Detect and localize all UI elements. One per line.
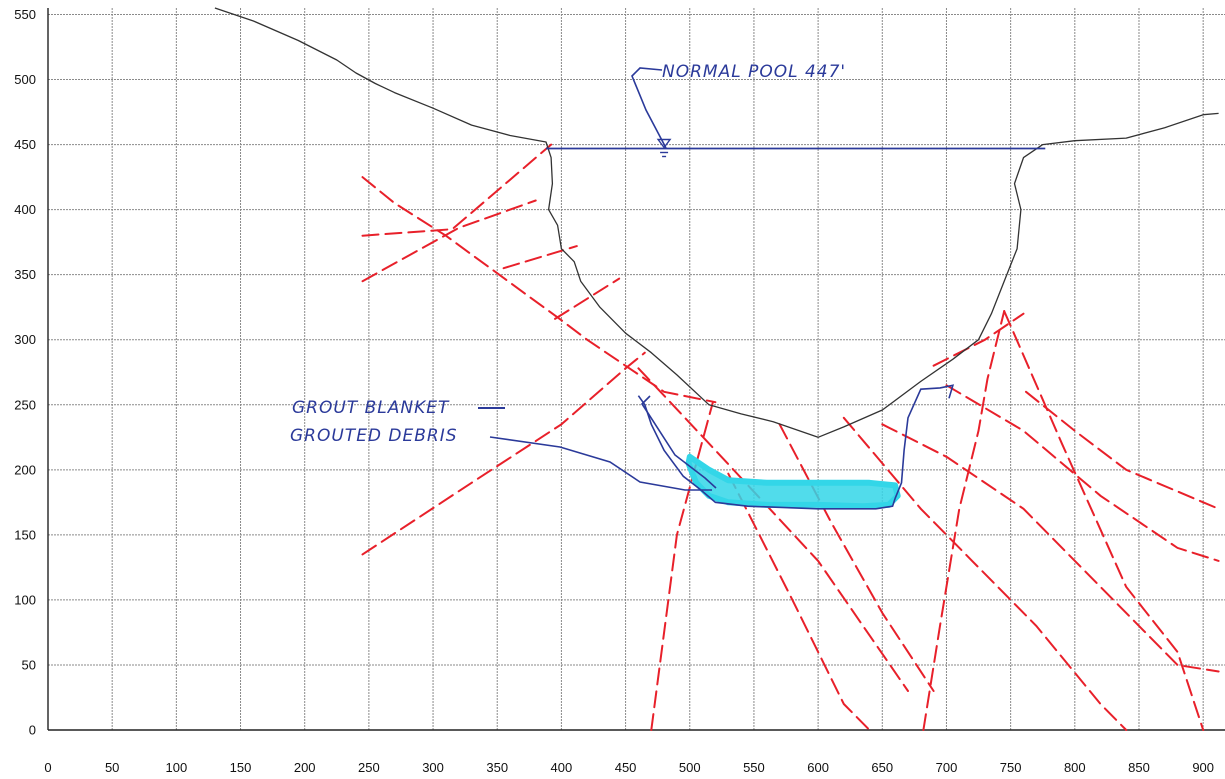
y-tick-label: 450: [14, 137, 36, 152]
grouted-debris-leader: [489, 436, 712, 491]
y-tick-label: 200: [14, 462, 36, 477]
fracture-line: [361, 199, 537, 283]
fracture-line: [1025, 390, 1220, 510]
fracture-line: [932, 312, 1025, 367]
fracture-line: [842, 416, 1128, 731]
y-tick-label: 300: [14, 332, 36, 347]
y-tick-label: 150: [14, 527, 36, 542]
grouted-debris-outline: [637, 395, 896, 510]
fracture-line: [727, 472, 871, 731]
x-tick-label: 450: [615, 760, 637, 775]
fracture-line: [945, 384, 1220, 562]
y-tick-label: 250: [14, 397, 36, 412]
y-tick-label: 400: [14, 202, 36, 217]
x-tick-label: 200: [294, 760, 316, 775]
y-tick-label: 350: [14, 267, 36, 282]
grout-blanket-arrow: [640, 395, 717, 489]
x-tick-label: 700: [936, 760, 958, 775]
y-tick-label: 50: [22, 657, 36, 672]
x-tick-label: 800: [1064, 760, 1086, 775]
ground-line: [214, 7, 1219, 438]
y-tick-label: 100: [14, 592, 36, 607]
pool-label: NORMAL POOL 447': [662, 62, 846, 82]
normal-pool: [546, 67, 1046, 158]
x-tick-label: 650: [871, 760, 893, 775]
x-tick-label: 350: [486, 760, 508, 775]
water-level-icon: [656, 138, 672, 149]
x-tick-label: 900: [1192, 760, 1214, 775]
grout-blanket-label: GROUT BLANKET: [292, 398, 450, 418]
fracture-line: [650, 401, 714, 731]
x-tick-label: 550: [743, 760, 765, 775]
x-tick-label: 850: [1128, 760, 1150, 775]
x-tick-label: 100: [166, 760, 188, 775]
x-tick-label: 150: [230, 760, 252, 775]
fracture-line: [554, 277, 621, 320]
x-tick-label: 600: [807, 760, 829, 775]
x-tick-label: 50: [105, 760, 119, 775]
y-tick-label: 500: [14, 72, 36, 87]
fracture-line: [778, 423, 935, 692]
fracture-line: [361, 143, 553, 237]
x-tick-label: 750: [1000, 760, 1022, 775]
fracture-line: [361, 351, 646, 556]
ground-profile: [214, 7, 1219, 438]
fracture-line: [881, 423, 1220, 673]
x-tick-label: 300: [422, 760, 444, 775]
fracture-line: [361, 176, 717, 404]
x-tick-label: 400: [551, 760, 573, 775]
annotations: NORMAL POOL 447' GROUT BLANKET GROUTED D…: [290, 62, 846, 491]
y-tick-label: 550: [14, 7, 36, 22]
grout-fill: [685, 453, 901, 510]
grouted-debris-label: GROUTED DEBRIS: [290, 426, 458, 446]
y-tick-label: 0: [29, 723, 36, 738]
grouted-debris-zone: [637, 384, 955, 510]
x-tick-label: 250: [358, 760, 380, 775]
fracture-line: [1003, 310, 1205, 731]
pool-leader-line: [631, 67, 667, 149]
x-tick-label: 500: [679, 760, 701, 775]
fracture-line: [502, 245, 578, 270]
grout-blanket-outline: [894, 384, 955, 499]
fracture-line: [922, 310, 1006, 731]
x-tick-label: 0: [44, 760, 51, 775]
